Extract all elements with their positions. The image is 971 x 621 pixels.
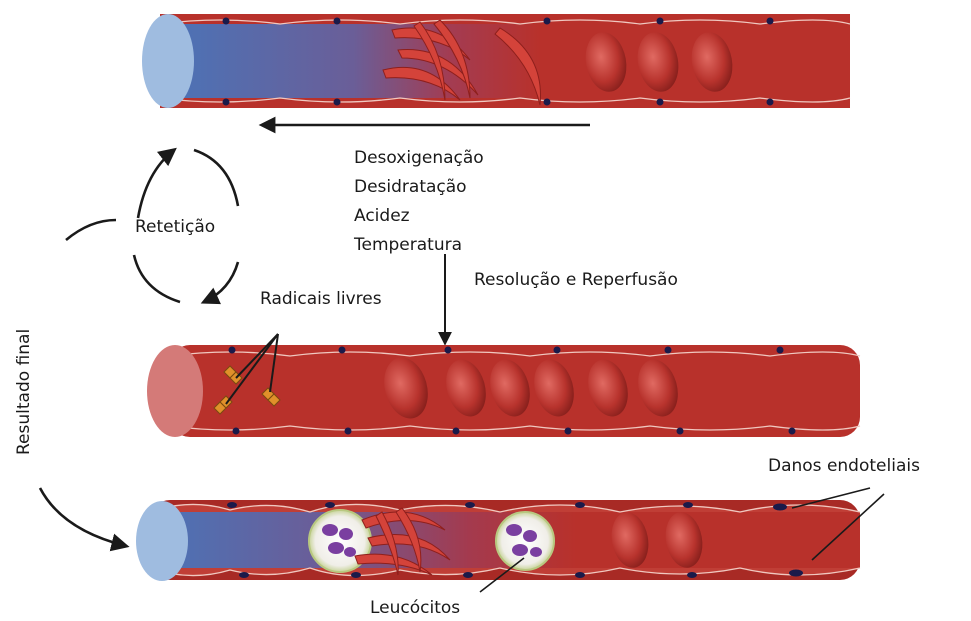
red-blood-cells xyxy=(581,29,737,95)
endothelial-damage-label: Danos endoteliais xyxy=(768,458,920,475)
vessel-lumen-opening xyxy=(142,14,194,108)
resolution-label: Resolução e Reperfusão xyxy=(474,272,678,289)
final-result-label: Resultado final xyxy=(16,329,33,455)
vessel-bottom xyxy=(136,500,860,581)
condition-item: Temperatura xyxy=(354,231,484,260)
final-result-arrow xyxy=(40,488,126,546)
condition-item: Desoxigenação xyxy=(354,144,484,173)
vessel-lumen-opening xyxy=(147,345,203,437)
retention-label: Retetição xyxy=(135,219,215,236)
vessel-lumen-opening xyxy=(136,501,188,581)
vessel-top xyxy=(142,14,850,108)
condition-item: Desidratação xyxy=(354,173,484,202)
condition-item: Acidez xyxy=(354,202,484,231)
conditions-list: Desoxigenação Desidratação Acidez Temper… xyxy=(354,144,484,260)
leukocytes-label: Leucócitos xyxy=(370,600,460,617)
free-radicals-label: Radicais livres xyxy=(260,291,382,308)
